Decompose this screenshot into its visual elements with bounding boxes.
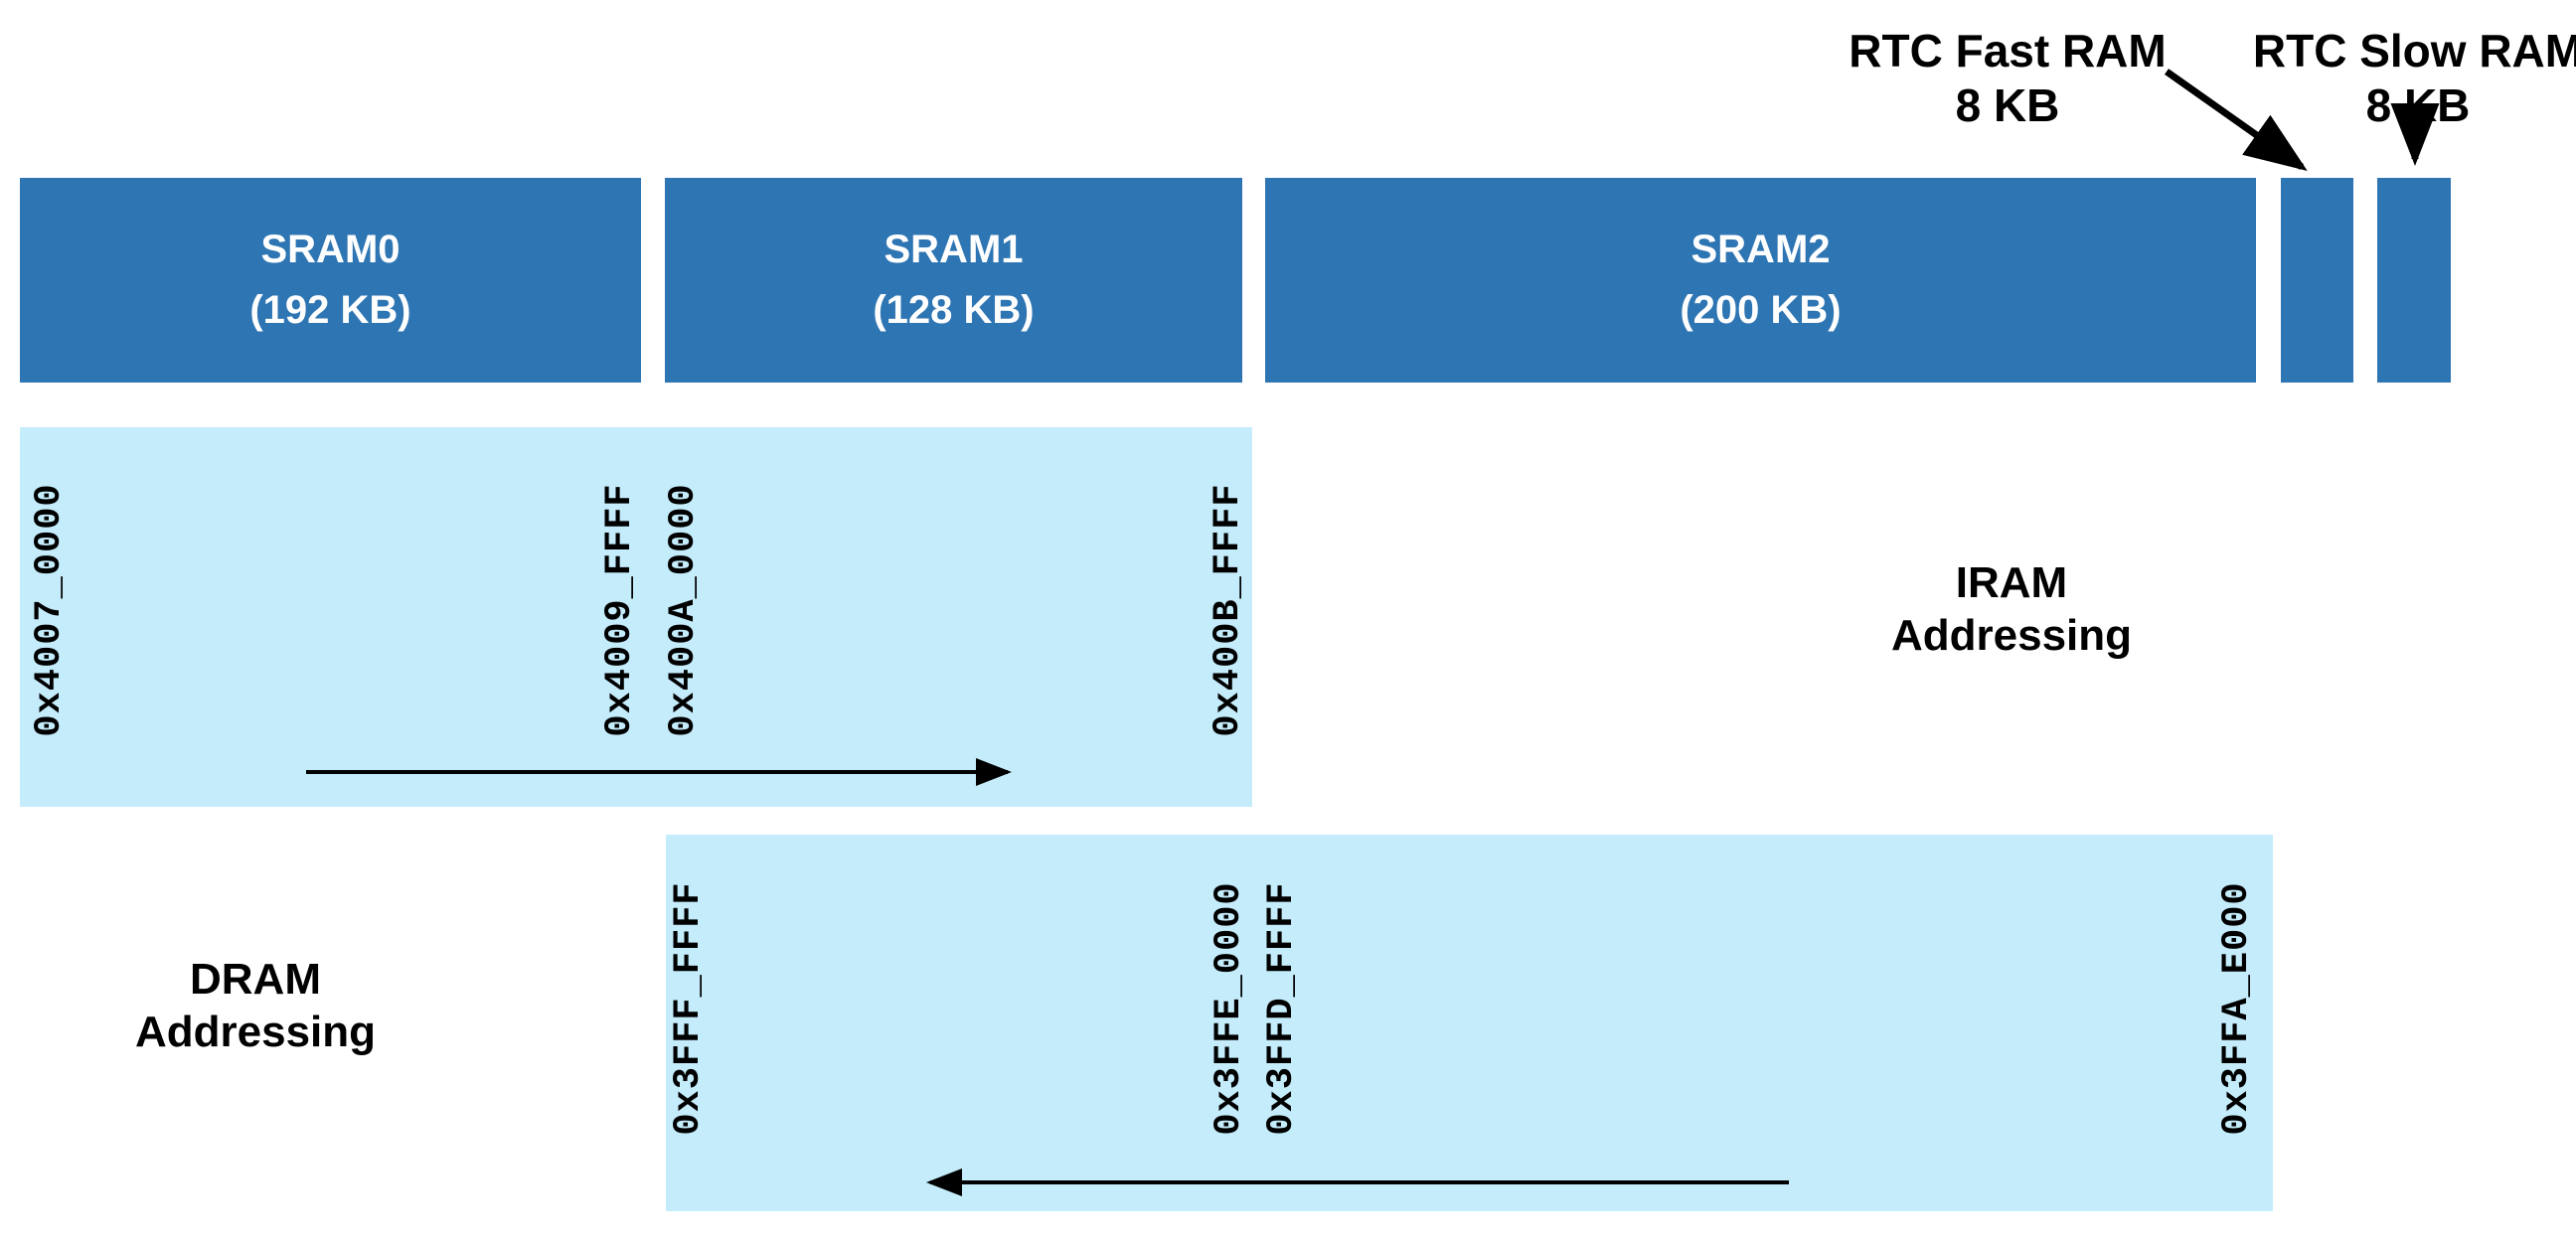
sram1-size: (128 KB) bbox=[873, 288, 1035, 332]
iram-caption-line1: IRAM bbox=[1955, 558, 2068, 607]
dram-address-0x3fff-ffff: 0x3FFF_FFFF bbox=[668, 881, 710, 1136]
iram-address-0x4007-0000: 0x4007_0000 bbox=[29, 483, 71, 737]
iram-address-0x4009-ffff: 0x4009_FFFF bbox=[599, 483, 641, 737]
sram2-name: SRAM2 bbox=[1690, 228, 1831, 271]
rtc-fast-ram-title: RTC Fast RAM bbox=[1849, 25, 2167, 77]
iram-addressing-caption: IRAM Addressing bbox=[1891, 556, 2132, 662]
dram-caption-line2: Addressing bbox=[134, 1008, 377, 1056]
iram-address-0x400b-ffff: 0x400B_FFFF bbox=[1208, 483, 1249, 737]
iram-addressing-panel bbox=[20, 427, 1252, 807]
rtc-slow-ram-title: RTC Slow RAM bbox=[2252, 25, 2576, 77]
iram-caption-line2: Addressing bbox=[1890, 611, 2133, 660]
dram-caption-line1: DRAM bbox=[190, 955, 321, 1004]
rtc-slow-ram-label: RTC Slow RAM 8 KB bbox=[2253, 24, 2576, 133]
sram0-size: (192 KB) bbox=[249, 288, 411, 332]
dram-address-0x3ffe-0000: 0x3FFE_0000 bbox=[1208, 881, 1250, 1136]
dram-address-0x3ffa-e000: 0x3FFA_E000 bbox=[2216, 881, 2258, 1136]
rtc-slow-ram-size: 8 KB bbox=[2365, 79, 2471, 131]
rtc-slow-ram-block bbox=[2377, 178, 2451, 383]
sram2-size: (200 KB) bbox=[1680, 288, 1842, 332]
sram0-name: SRAM0 bbox=[260, 228, 401, 271]
rtc-fast-ram-size: 8 KB bbox=[1955, 79, 2060, 131]
sram1-name: SRAM1 bbox=[884, 228, 1024, 271]
rtc-fast-ram-label: RTC Fast RAM 8 KB bbox=[1849, 24, 2166, 133]
sram0-block: SRAM0 (192 KB) bbox=[20, 178, 641, 383]
dram-address-0x3ffd-ffff: 0x3FFD_FFFF bbox=[1261, 881, 1303, 1136]
sram1-block: SRAM1 (128 KB) bbox=[665, 178, 1242, 383]
rtc-fast-ram-block bbox=[2281, 178, 2353, 383]
iram-address-0x400a-0000: 0x400A_0000 bbox=[663, 483, 705, 737]
dram-addressing-caption: DRAM Addressing bbox=[135, 953, 376, 1058]
dram-addressing-panel bbox=[666, 835, 2273, 1211]
sram2-block: SRAM2 (200 KB) bbox=[1265, 178, 2256, 383]
